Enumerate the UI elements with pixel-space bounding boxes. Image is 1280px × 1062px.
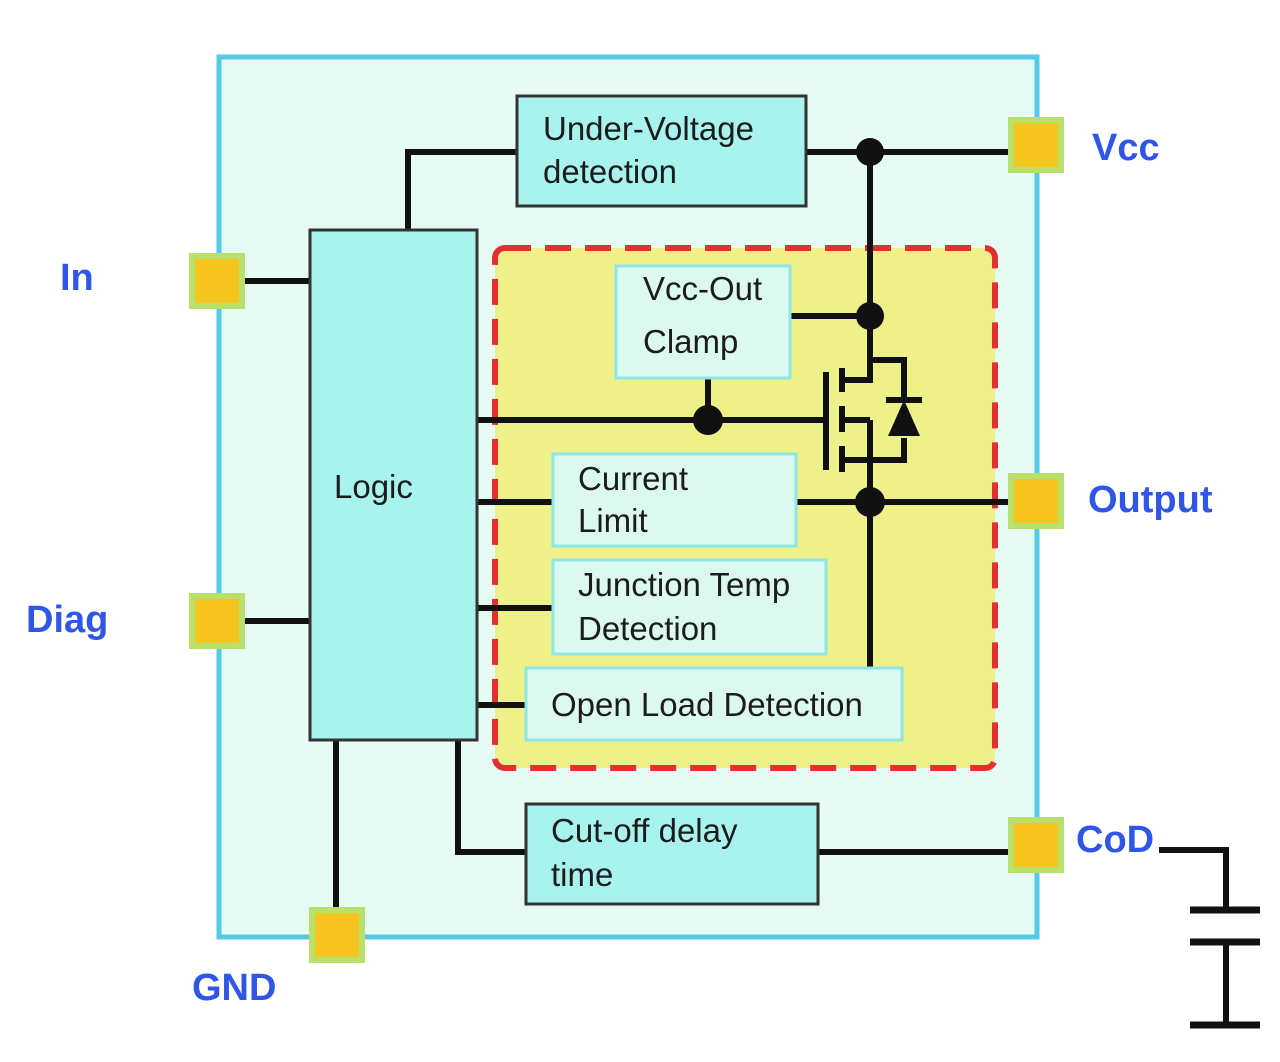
current-limit-label-2: Limit xyxy=(578,502,648,539)
clamp-block xyxy=(614,264,792,380)
pin-pads xyxy=(189,117,1064,963)
junction-temp-label-1: Junction Temp xyxy=(578,566,790,603)
under-voltage-block xyxy=(515,94,808,208)
under-voltage-label-1: Under-Voltage xyxy=(543,110,754,147)
vcc-pad xyxy=(1008,117,1064,173)
wiring xyxy=(241,149,1229,1028)
wire-cap-top xyxy=(1159,847,1229,913)
clamp-label-2: Clamp xyxy=(643,323,738,360)
junction-dots xyxy=(693,138,885,517)
current-limit-block xyxy=(551,452,798,548)
cutoff-delay-block xyxy=(524,802,820,906)
capacitor-symbol xyxy=(1190,906,1260,1029)
in-label: In xyxy=(60,257,94,299)
cod-label: CoD xyxy=(1076,819,1154,861)
vcc-label: Vcc xyxy=(1092,127,1160,169)
current-limit-label-1: Current xyxy=(578,460,688,497)
junction-temp-label-2: Detection xyxy=(578,610,717,647)
in-pad xyxy=(189,253,245,309)
under-voltage-label-2: detection xyxy=(543,153,677,190)
cutoff-delay-label-2: time xyxy=(551,856,613,893)
logic-block xyxy=(308,228,479,742)
cutoff-delay-label-1: Cut-off delay xyxy=(551,812,738,849)
logic-label: Logic xyxy=(334,468,413,505)
gnd-label: GND xyxy=(192,967,276,1009)
open-load-block xyxy=(524,666,904,742)
diag-label: Diag xyxy=(26,599,108,641)
clamp-label-1: Vcc-Out xyxy=(643,270,762,307)
gnd-pad xyxy=(309,907,365,963)
open-load-label: Open Load Detection xyxy=(551,686,863,723)
junction-temp-block xyxy=(551,558,828,656)
wire-logic-uvd xyxy=(405,149,521,233)
diag-pad xyxy=(189,593,245,649)
output-label: Output xyxy=(1088,479,1213,521)
wire-logic-cod xyxy=(455,737,529,855)
cod-pad xyxy=(1008,817,1064,873)
power-mosfet-symbol xyxy=(823,357,922,472)
output-pad xyxy=(1008,473,1064,529)
